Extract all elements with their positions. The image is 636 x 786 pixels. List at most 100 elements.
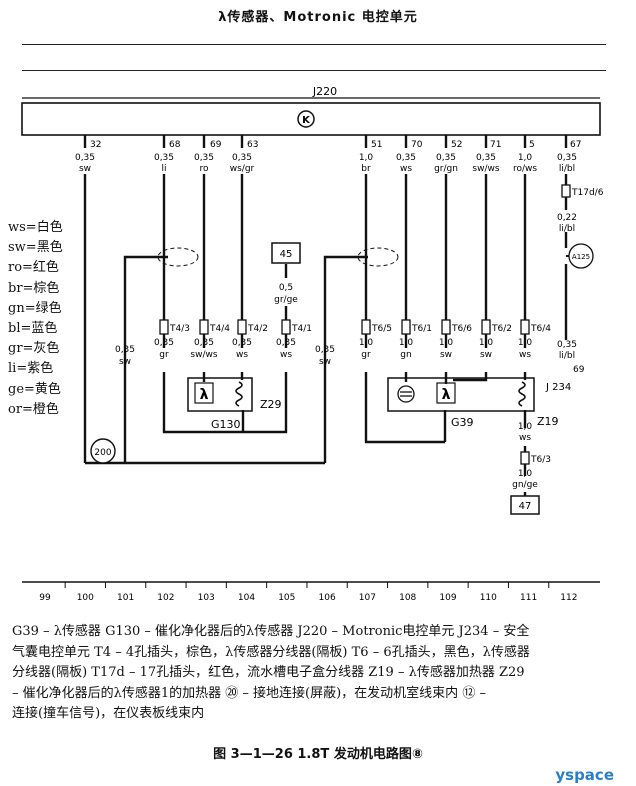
ground200-label: 200 xyxy=(94,448,111,458)
shield-oval-mid xyxy=(357,247,399,267)
wire-color: br xyxy=(361,164,371,174)
connector-t6-1 xyxy=(401,319,411,335)
caption-line: G39 – λ传感器 G130 – 催化净化器后的λ传感器 J220 – Mot… xyxy=(12,624,530,639)
pin-label: 52 xyxy=(451,140,462,150)
color-legend: ws=白色 sw=黑色 ro=红色 br=棕色 gn=绿色 bl=蓝色 gr=灰… xyxy=(8,218,63,420)
legend-item: bl=蓝色 xyxy=(8,320,58,336)
mid-wire-size: 0,35 xyxy=(315,345,335,355)
connector-label: T6/2 xyxy=(491,324,512,334)
a125-label: A125 xyxy=(572,253,590,261)
pin-label: 51 xyxy=(371,140,382,150)
wire-size: 1,0 xyxy=(399,338,414,348)
wire-color: ws/gr xyxy=(230,164,255,174)
wire-size: 0,35 xyxy=(194,338,214,348)
ruler-number: 102 xyxy=(157,593,174,603)
connector-label: T6/3 xyxy=(530,455,551,465)
wire-size: 0,35 xyxy=(557,153,577,163)
ruler-number: 99 xyxy=(39,593,51,603)
page-header-title: λ传感器、Motronic 电控单元 xyxy=(218,10,418,25)
z29-label: Z29 xyxy=(260,398,282,411)
pin-label: 71 xyxy=(490,140,501,150)
g130-label: G130 xyxy=(211,418,241,431)
wire-color: sw/ws xyxy=(472,164,499,174)
ruler-number: 101 xyxy=(117,593,134,603)
caption-line: – 催化净化器后的λ传感器1的加热器 ⑳ – 接地连接(屏蔽)，在发动机室线束内… xyxy=(12,685,486,701)
wire-color: ws xyxy=(236,350,248,360)
wire-size: 1,0 xyxy=(518,153,533,163)
legend-item: ro=红色 xyxy=(8,260,59,276)
box45-label: 45 xyxy=(280,249,293,260)
wire-g39-sw2 xyxy=(453,372,488,382)
connector-label: T4/2 xyxy=(247,324,268,334)
wire-size: 1,0 xyxy=(439,338,454,348)
g130-frame xyxy=(187,377,253,412)
connector-t6-2 xyxy=(481,319,491,335)
j234-wire-size: 0,35 xyxy=(557,340,577,350)
connector-t4-3 xyxy=(159,319,169,335)
legend-item: ge=黄色 xyxy=(8,381,61,397)
wire-size: 1,0 xyxy=(359,338,374,348)
wire-shield-left xyxy=(123,255,168,463)
pin-label: 67 xyxy=(570,140,581,150)
left-wire-size: 0,35 xyxy=(115,345,135,355)
wire-color: ws xyxy=(400,164,412,174)
wire-color: li/bl xyxy=(559,164,575,174)
wire-size: 0,35 xyxy=(476,153,496,163)
box45-wire-size: 0,5 xyxy=(279,283,293,293)
left-wire-color: sw xyxy=(119,357,131,367)
wire-size: 0,35 xyxy=(396,153,416,163)
g39-ground-symbol xyxy=(397,385,415,403)
box47-label: 47 xyxy=(519,501,532,512)
legend-item: gr=灰色 xyxy=(8,341,60,357)
wire-g130-gr xyxy=(162,372,243,434)
figure-caption: G39 – λ传感器 G130 – 催化净化器后的λ传感器 J220 – Mot… xyxy=(12,622,624,725)
wire-size: 0,35 xyxy=(154,338,174,348)
connector-label: T4/4 xyxy=(209,324,230,334)
connector-t4-2 xyxy=(237,319,247,335)
connector-t4-4 xyxy=(199,319,209,335)
wire-spec-labels: 0,35 sw 0,35 li 0,35 ro 0,35 ws/gr 1,0 b… xyxy=(75,153,577,174)
z19-heater-icon xyxy=(518,381,526,407)
connector-label: T6/6 xyxy=(451,324,472,334)
connector-label: T6/4 xyxy=(530,324,551,334)
t63-wire-color: gn/ge xyxy=(512,480,538,490)
connector-t6-3 xyxy=(520,451,530,465)
wire-color: gr xyxy=(159,350,169,360)
wire-color: sw xyxy=(480,350,492,360)
box45-wire-color: gr/ge xyxy=(274,295,298,305)
caption-line: 连接(撞车信号)，在仪表板线束内 xyxy=(12,706,205,721)
circuit-diagram: J220 K 32 68 69 63 51 70 52 71 5 67 0,35… xyxy=(21,85,604,603)
header-rule-2 xyxy=(22,70,606,71)
header-rule-1 xyxy=(22,44,606,45)
wire-color: sw/ws xyxy=(190,350,217,360)
t17-wire-color: li/bl xyxy=(559,224,575,234)
pin-label: 5 xyxy=(529,140,535,150)
connector-label: T17d/6 xyxy=(571,188,604,198)
wire-g39-gr xyxy=(364,372,445,444)
wire-size: 0,35 xyxy=(276,338,296,348)
j234-pin: 69 xyxy=(573,365,585,375)
ecu-j220: J220 K xyxy=(21,85,601,136)
watermark-logo: yspace xyxy=(555,766,614,784)
g39-frame xyxy=(387,377,535,412)
ruler-number: 103 xyxy=(198,593,215,603)
ruler-number: 107 xyxy=(359,593,376,603)
watermark-text: yspace xyxy=(555,766,614,784)
ruler-number: 104 xyxy=(238,593,255,603)
j234-label: J 234 xyxy=(545,382,571,393)
ruler-number: 105 xyxy=(278,593,295,603)
legend-item: gn=绿色 xyxy=(8,300,62,316)
legend-item: li=紫色 xyxy=(8,361,54,377)
connector-label: T6/5 xyxy=(371,324,392,334)
box-45: 45 xyxy=(271,242,301,264)
pin-label: 70 xyxy=(411,140,423,150)
connector-label: T4/1 xyxy=(291,324,312,334)
connector-label: T6/1 xyxy=(411,324,432,334)
wire-size: 0,35 xyxy=(232,338,252,348)
connector-t4-1 xyxy=(281,319,291,335)
legend-item: ws=白色 xyxy=(8,220,63,235)
wire-color: sw xyxy=(79,164,91,174)
t63-wire-size: 1,0 xyxy=(518,469,533,479)
